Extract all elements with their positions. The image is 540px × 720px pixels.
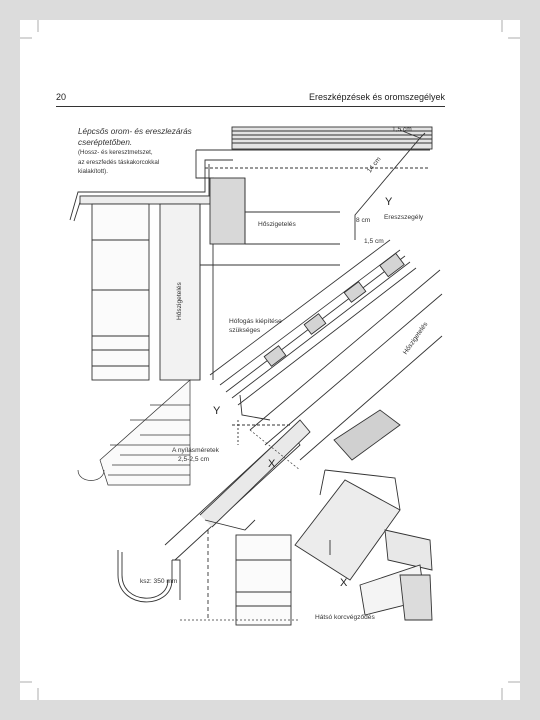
label-hoszigeteles-top: Hőszigetelés [258, 221, 296, 228]
label-hofogas-2: szükséges [229, 327, 261, 334]
label-ereszszegely: Ereszszegély [384, 214, 424, 221]
label-nyilas-2: 2,5-2,5 cm [178, 456, 210, 463]
wall-column-left [91, 203, 201, 381]
caption-title-line1: Lépcsős orom- és ereszlezárás [78, 127, 192, 136]
figure-caption: Lépcsős orom- és ereszlezárás cseréptető… [78, 126, 228, 177]
caption-sub-line1: (Hossz- és keresztmetszet, [78, 149, 153, 156]
marker-y-mid: Y [213, 405, 221, 417]
eave-trim-profile [354, 129, 426, 240]
caption-sub-line3: kialakított). [78, 168, 108, 175]
label-ksz: ksz: 350 mm [140, 578, 178, 585]
tile-stack-section [195, 126, 433, 179]
gutter-profile [117, 550, 181, 603]
header-rule [56, 106, 445, 107]
marker-y-top: Y [385, 196, 393, 208]
label-hatso-korcvegzodes: Hátsó korcvégződés [315, 614, 375, 621]
brick-wall-left [77, 379, 191, 486]
dashed-guides [180, 429, 301, 621]
wall-column-bottom [207, 530, 292, 626]
dim-15cm-bottom: 1,5 cm [364, 238, 384, 245]
insulation-band-top [200, 211, 340, 380]
label-nyilas-1: A nyílásméretek [172, 447, 219, 454]
caption-sub-line2: az ereszfedés táskakorcokkal [78, 158, 160, 166]
marker-x-bottom: X [340, 577, 348, 589]
caption-title-line2: cseréptetőben. [78, 138, 133, 147]
page-number: 20 [56, 92, 67, 102]
back-lock-seam-detail [294, 469, 433, 621]
page-header: 20 Ereszképzések és oromszegélyek [56, 92, 445, 106]
label-hofogas-1: Hófogás kiépítése [229, 318, 282, 325]
label-hoszigeteles-left: Hőszigetelés [176, 282, 183, 320]
marker-x-mid: X [268, 458, 276, 470]
roof-deck [249, 269, 443, 461]
dim-8cm: 8 cm [356, 217, 371, 224]
eave-flashing-profile [69, 159, 246, 245]
chapter-title: Ereszképzések és oromszegélyek [308, 92, 445, 102]
dim-15cm-top: 1,5 cm [392, 126, 412, 133]
eave-diagonal-section [164, 394, 311, 561]
roof-tiles-diagonal [209, 239, 417, 406]
